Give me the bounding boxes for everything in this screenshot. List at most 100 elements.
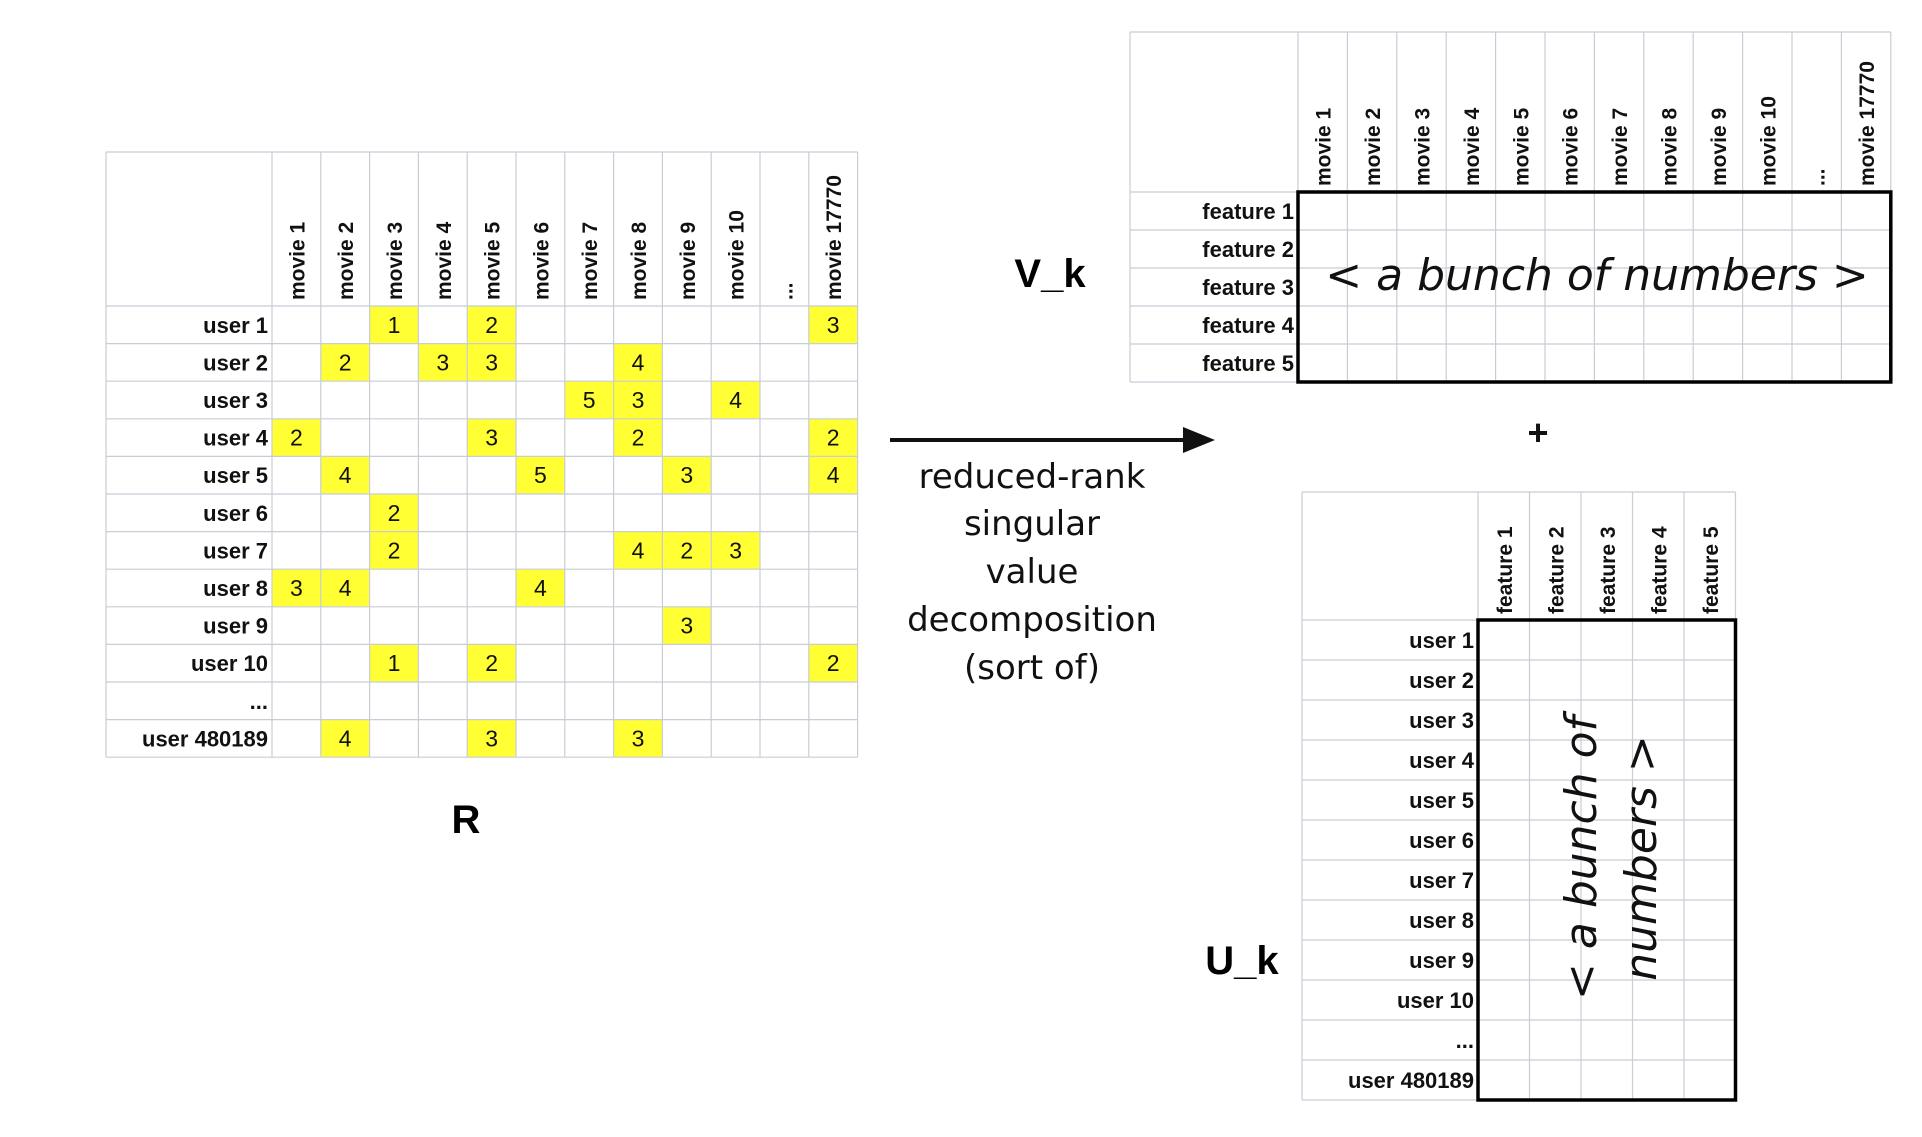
column-header-movie-2: movie 2 <box>1362 108 1385 186</box>
column-header-feature-5: feature 5 <box>1700 526 1723 614</box>
row-label-user-5: user 5 <box>203 463 268 488</box>
u-content-line-2: numbers > <box>1616 735 1667 981</box>
u-matrix-content: < a bunch of numbers > <box>1556 710 1667 1000</box>
rating-cell <box>516 569 565 607</box>
column-header-movie-4: movie 4 <box>1461 107 1484 186</box>
column-header-feature-4: feature 4 <box>1648 526 1671 614</box>
column-header-movie-10: movie 10 <box>726 210 749 300</box>
column-header-feature-3: feature 3 <box>1597 526 1620 614</box>
rating-cell <box>467 343 516 382</box>
rating-cell <box>564 381 614 419</box>
column-header-feature-2: feature 2 <box>1545 526 1568 614</box>
rating-cell <box>369 306 419 344</box>
column-header-ellipsis: ... <box>774 282 797 300</box>
row-label-user-10: user 10 <box>191 651 268 676</box>
caption-line-5: (sort of) <box>964 648 1100 688</box>
row-label-feature-2: feature 2 <box>1202 237 1294 262</box>
rating-value: 2 <box>339 349 352 375</box>
rating-cell <box>808 306 858 344</box>
row-label-user-1: user 1 <box>203 313 268 338</box>
rating-cell <box>418 343 468 382</box>
rating-value: 3 <box>436 349 449 375</box>
rating-cell <box>516 456 565 494</box>
column-header-movie-9: movie 9 <box>1708 108 1731 186</box>
u-content-line-1: < a bunch of <box>1556 710 1607 1000</box>
rating-cell <box>662 606 712 645</box>
rating-cell <box>808 418 858 457</box>
matrix-body-border <box>1296 190 1893 384</box>
rating-cell <box>613 531 663 570</box>
rating-value: 5 <box>534 462 547 488</box>
rating-value: 5 <box>583 387 596 413</box>
rating-cell <box>272 569 321 607</box>
rating-cell <box>320 719 370 758</box>
row-label-user-480189: user 480189 <box>142 726 268 751</box>
caption-line-1: reduced-rank <box>919 457 1146 497</box>
rating-cell <box>369 531 419 570</box>
rating-cell <box>369 644 419 682</box>
v-matrix-label: V_k <box>1014 252 1086 296</box>
svd-arrow <box>890 427 1215 453</box>
rating-cell <box>467 306 516 344</box>
rating-value: 2 <box>388 537 401 563</box>
row-label-user-5: user 5 <box>1409 788 1474 813</box>
rating-cell <box>808 456 858 494</box>
row-label-user-3: user 3 <box>203 388 268 413</box>
rating-cell <box>467 644 516 682</box>
row-label-user-2: user 2 <box>1409 668 1474 693</box>
rating-cell <box>662 531 712 570</box>
rating-value: 3 <box>827 312 840 338</box>
rating-value: 4 <box>632 537 645 563</box>
column-header-movie-1: movie 1 <box>1313 107 1336 186</box>
row-label-user-6: user 6 <box>1409 828 1474 853</box>
column-header-movie-3: movie 3 <box>1412 108 1435 186</box>
rating-value: 3 <box>485 725 498 751</box>
rating-value: 3 <box>485 349 498 375</box>
row-label-user-2: user 2 <box>203 350 268 375</box>
row-label-user-8: user 8 <box>203 576 268 601</box>
column-header-movie-3: movie 3 <box>384 222 407 300</box>
rating-value: 3 <box>632 725 645 751</box>
row-label-user-8: user 8 <box>1409 908 1474 933</box>
row-label-user-9: user 9 <box>203 614 268 639</box>
plus-sign: + <box>1527 412 1548 453</box>
rating-value: 1 <box>388 312 401 338</box>
column-header-movie-10: movie 10 <box>1757 96 1780 186</box>
rating-value: 2 <box>485 650 498 676</box>
row-label-user-10: user 10 <box>1397 988 1474 1013</box>
column-header-movie-7: movie 7 <box>1609 108 1632 186</box>
rating-cell <box>613 343 663 382</box>
row-label-feature-3: feature 3 <box>1202 275 1294 300</box>
rating-value: 2 <box>485 312 498 338</box>
matrix-body-border <box>1476 618 1738 1102</box>
row-label-feature-5: feature 5 <box>1202 351 1294 376</box>
ratings-matrix-label: R <box>452 798 481 842</box>
rating-value: 2 <box>827 650 840 676</box>
rating-cell <box>808 644 858 682</box>
column-header-movie-6: movie 6 <box>1560 108 1583 186</box>
rating-cell <box>711 381 760 419</box>
rating-value: 3 <box>485 425 498 451</box>
arrow-caption: reduced-rank singular value decompositio… <box>907 457 1157 688</box>
rating-value: 4 <box>632 349 645 375</box>
rating-cell <box>613 381 663 419</box>
column-header-ellipsis: ... <box>1807 168 1830 186</box>
rating-value: 4 <box>534 575 547 601</box>
caption-line-3: value <box>986 552 1079 592</box>
rating-value: 3 <box>680 613 693 639</box>
rating-cell <box>662 456 712 494</box>
row-label-user-480189: user 480189 <box>1348 1068 1474 1093</box>
column-header-movie-8: movie 8 <box>628 221 651 300</box>
rating-value: 2 <box>827 425 840 451</box>
column-header-movie-1: movie 1 <box>286 221 309 300</box>
v-matrix-content: < a bunch of numbers > <box>1325 250 1868 301</box>
column-header-movie-17770: movie 17770 <box>823 175 846 300</box>
rating-value: 2 <box>290 425 303 451</box>
caption-line-4: decomposition <box>907 600 1157 640</box>
rating-cell <box>467 418 516 457</box>
rating-cell <box>369 494 419 532</box>
row-label-user-7: user 7 <box>203 538 268 563</box>
row-label-ellipsis: ... <box>1456 1028 1474 1053</box>
